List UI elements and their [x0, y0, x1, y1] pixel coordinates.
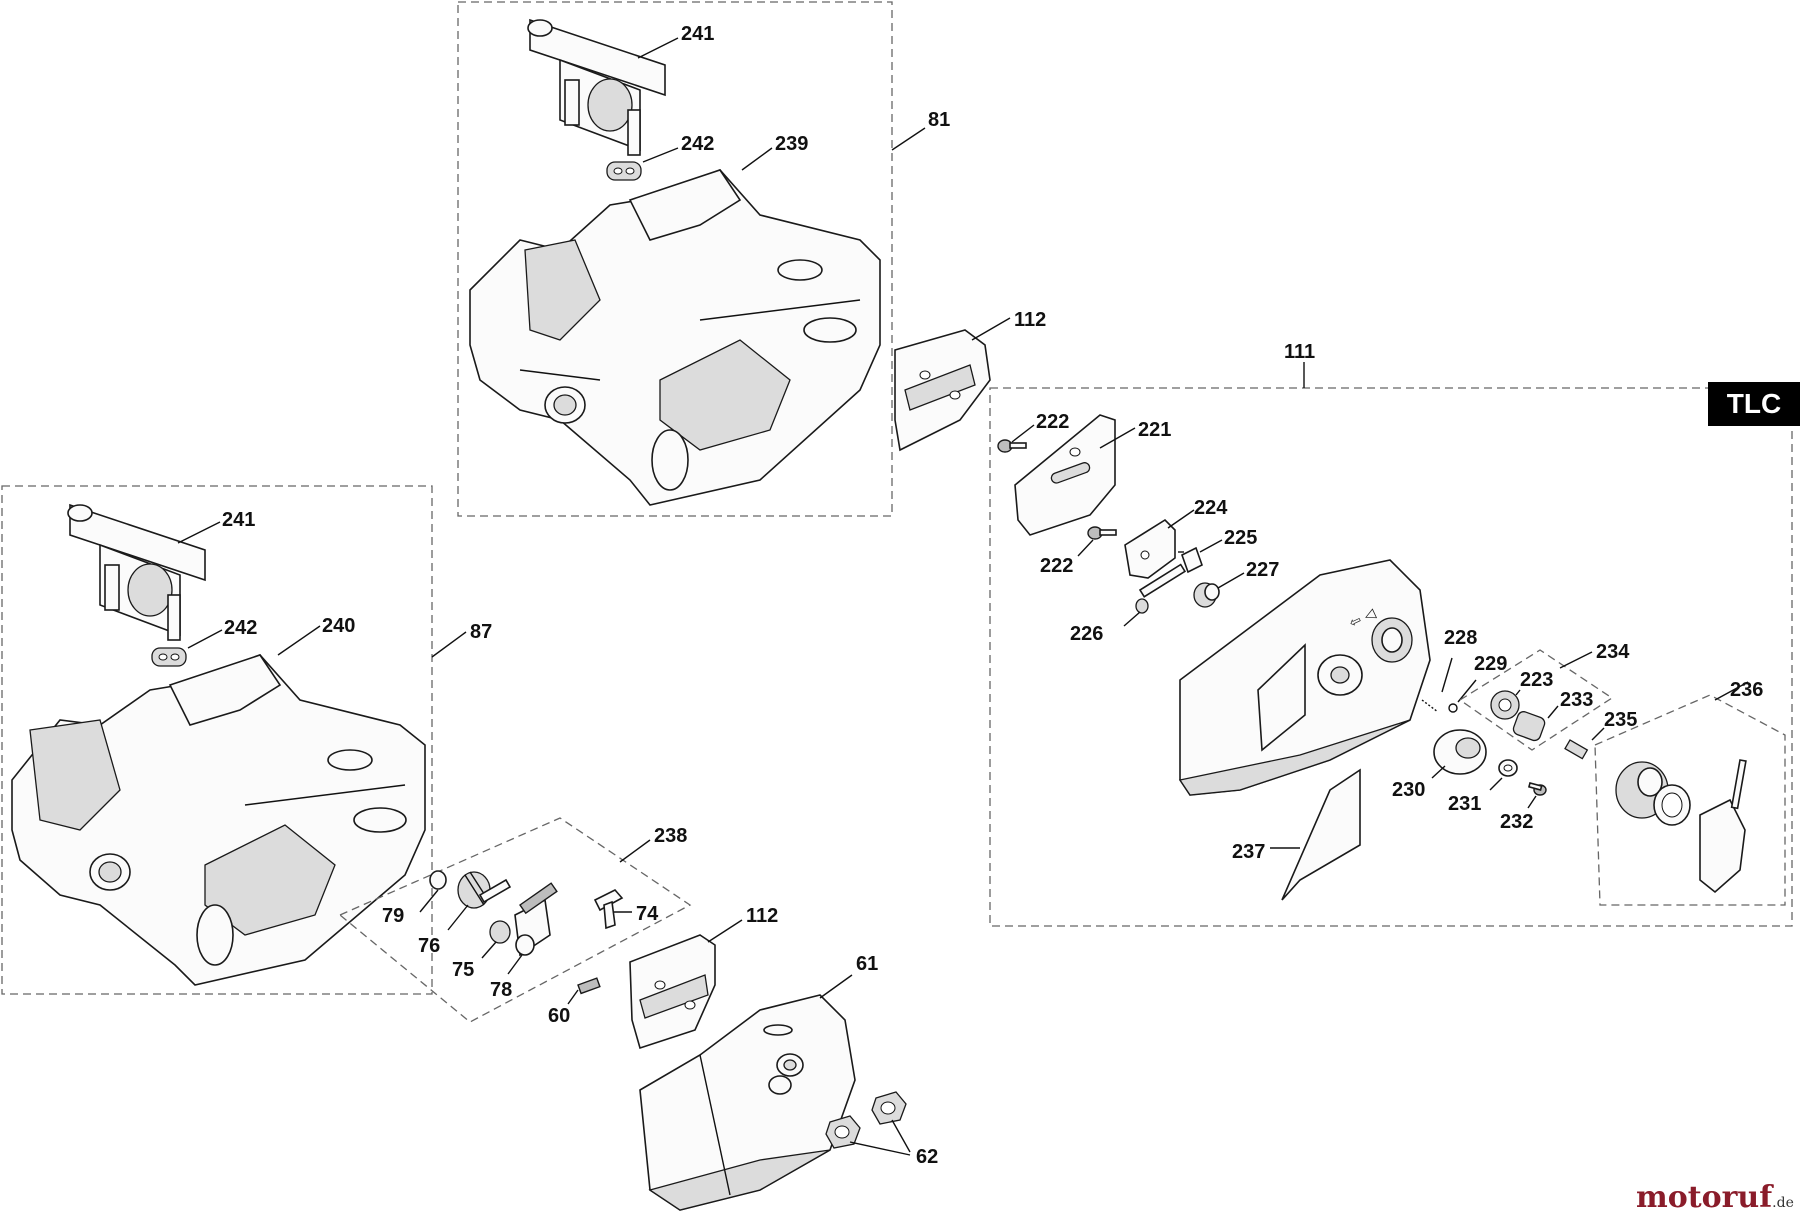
nut-62-a — [871, 1091, 907, 1125]
group-81: 81 241 242 — [457, 1, 950, 517]
label-81: 81 — [928, 109, 950, 131]
label-241-left: 241 — [222, 509, 255, 531]
group-238: 238 79 74 76 75 78 60 — [338, 817, 692, 1027]
watermark-logo: motoruf.de — [1636, 1180, 1794, 1215]
spring-235 — [1564, 739, 1589, 760]
label-240: 240 — [322, 615, 355, 637]
screw-232 — [1527, 782, 1547, 796]
label-87: 87 — [470, 621, 492, 643]
tensioner-236 — [1615, 759, 1747, 894]
guide-plate-112-bottom — [629, 934, 716, 1050]
plate-221 — [1014, 414, 1116, 536]
label-74: 74 — [636, 903, 659, 925]
label-229: 229 — [1474, 653, 1507, 675]
label-112-bottom: 112 — [746, 905, 778, 927]
label-225: 225 — [1224, 527, 1257, 549]
label-112-top: 112 — [1014, 309, 1046, 331]
label-222-b: 222 — [1040, 555, 1073, 577]
label-235: 235 — [1604, 709, 1637, 731]
label-241-top: 241 — [681, 23, 714, 45]
bracket-241-left — [67, 503, 206, 641]
label-233: 233 — [1560, 689, 1593, 711]
nut-227 — [1193, 582, 1220, 608]
group-81-box — [457, 1, 893, 517]
bolt-226 — [1135, 563, 1187, 614]
spring-228 — [1421, 699, 1439, 713]
label-221: 221 — [1138, 419, 1171, 441]
plate-224 — [1124, 518, 1176, 579]
watermark-suffix: .de — [1772, 1195, 1794, 1211]
ball-229 — [1448, 703, 1458, 713]
label-228: 228 — [1444, 627, 1477, 649]
label-236: 236 — [1730, 679, 1763, 701]
screw-222-b — [1087, 526, 1117, 540]
group-87-box — [1, 485, 433, 995]
sprocket-cover-tlc: ⇦ ◁ — [1178, 559, 1431, 796]
tlc-badge: TLC — [1708, 382, 1800, 426]
label-76: 76 — [418, 935, 440, 957]
nut-62-b — [825, 1115, 861, 1149]
label-226: 226 — [1070, 623, 1103, 645]
label-62: 62 — [916, 1146, 938, 1168]
label-60: 60 — [548, 1005, 570, 1027]
bracket-241-top — [527, 18, 666, 156]
knob-230 — [1433, 729, 1487, 775]
oil-pump-parts — [429, 870, 624, 995]
guide-plate-112-top — [894, 329, 991, 452]
label-79: 79 — [382, 905, 404, 927]
label-222-a: 222 — [1036, 411, 1069, 433]
group-234-box — [1458, 649, 1614, 751]
label-238: 238 — [654, 825, 687, 847]
label-230: 230 — [1392, 779, 1425, 801]
crankcase-240 — [11, 654, 426, 986]
sleeve-233 — [1512, 711, 1546, 742]
label-237: 237 — [1232, 841, 1265, 863]
sprocket-cover-61 — [639, 994, 856, 1211]
label-232: 232 — [1500, 811, 1533, 833]
label-239: 239 — [775, 133, 808, 155]
label-231: 231 — [1448, 793, 1481, 815]
label-75: 75 — [452, 959, 474, 981]
group-87: 87 241 242 — [1, 485, 492, 995]
group-236-box — [1594, 694, 1786, 906]
pin-225 — [1178, 546, 1203, 574]
label-223: 223 — [1520, 669, 1553, 691]
label-111: 111 — [1284, 341, 1315, 363]
label-78: 78 — [490, 979, 512, 1001]
washer-231 — [1498, 759, 1518, 777]
insert-237 — [1281, 768, 1361, 901]
screw-222-a — [997, 439, 1027, 453]
label-61: 61 — [856, 953, 878, 975]
grommet-242-left — [151, 647, 187, 667]
crankcase-239 — [469, 169, 881, 506]
gear-223 — [1490, 690, 1520, 720]
watermark-brand: motoruf — [1636, 1180, 1773, 1215]
group-111-box — [989, 387, 1793, 927]
label-227: 227 — [1246, 559, 1279, 581]
label-224: 224 — [1194, 497, 1228, 519]
group-111: 111 221 222 222 224 — [989, 341, 1793, 927]
label-242-top: 242 — [681, 133, 714, 155]
label-234: 234 — [1596, 641, 1630, 663]
grommet-242-top — [606, 161, 642, 181]
label-242-left: 242 — [224, 617, 257, 639]
group-238-box — [338, 817, 692, 1023]
